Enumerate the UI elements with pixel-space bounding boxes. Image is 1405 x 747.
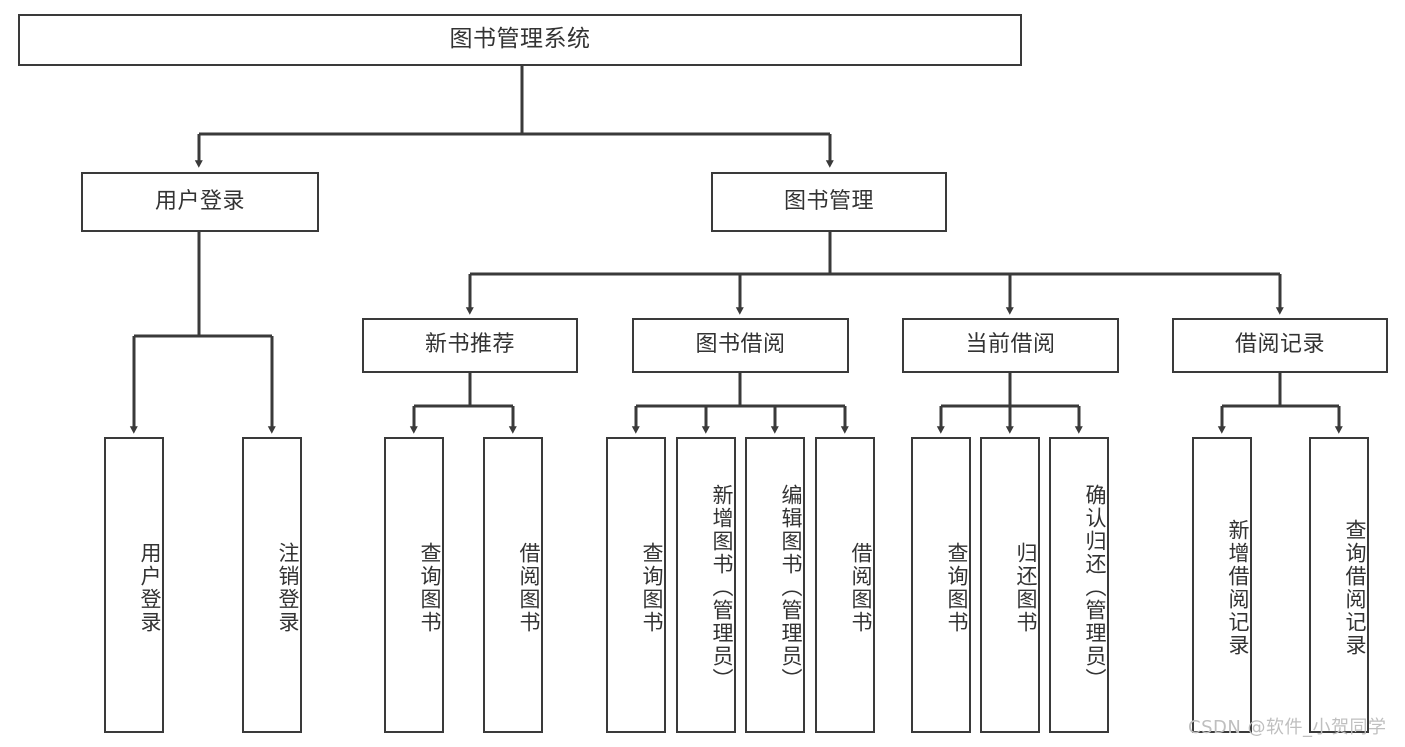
node-label: 查询借阅记录: [1343, 519, 1367, 657]
leaf-query-book-current[interactable]: 查询图书: [911, 437, 971, 733]
leaf-confirm-return-admin[interactable]: 确认归还（管理员）: [1049, 437, 1109, 733]
node-label: 借阅图书: [849, 542, 873, 634]
node-label: 借阅图书: [517, 542, 541, 634]
node-label: 注销登录: [276, 542, 300, 634]
node-label: 新书推荐: [424, 332, 515, 358]
node-label: 查询图书: [640, 542, 664, 634]
node-label: 编辑图书（管理员）: [779, 483, 803, 691]
node-label: 确认归还（管理员）: [1083, 483, 1107, 691]
node-label: 查询图书: [418, 542, 442, 634]
leaf-query-borrow-record[interactable]: 查询借阅记录: [1309, 437, 1369, 733]
leaf-query-book-borrow[interactable]: 查询图书: [606, 437, 666, 733]
leaf-return-book[interactable]: 归还图书: [980, 437, 1040, 733]
leaf-edit-book-admin[interactable]: 编辑图书（管理员）: [745, 437, 805, 733]
node-label: 图书管理系统: [449, 26, 591, 53]
leaf-borrow-book-recommend[interactable]: 借阅图书: [483, 437, 543, 733]
node-label: 新增借阅记录: [1226, 519, 1250, 657]
node-book-borrow[interactable]: 图书借阅: [632, 318, 849, 373]
node-label: 当前借阅: [965, 332, 1056, 358]
node-label: 用户登录: [154, 188, 245, 214]
node-book-management[interactable]: 图书管理: [711, 172, 947, 232]
node-label: 用户登录: [138, 542, 162, 634]
leaf-user-login[interactable]: 用户登录: [104, 437, 164, 733]
node-new-book-recommend[interactable]: 新书推荐: [362, 318, 578, 373]
node-label: 查询图书: [945, 542, 969, 634]
leaf-borrow-book[interactable]: 借阅图书: [815, 437, 875, 733]
node-current-borrow[interactable]: 当前借阅: [902, 318, 1119, 373]
node-user-login[interactable]: 用户登录: [81, 172, 319, 232]
leaf-query-book-recommend[interactable]: 查询图书: [384, 437, 444, 733]
node-label: 新增图书（管理员）: [710, 483, 734, 691]
node-label: 图书管理: [783, 188, 874, 214]
leaf-logout-login[interactable]: 注销登录: [242, 437, 302, 733]
node-label: 图书借阅: [695, 332, 786, 358]
node-label: 归还图书: [1014, 542, 1038, 634]
csdn-watermark: CSDN @软件_小贺同学: [1188, 717, 1387, 738]
node-borrow-record[interactable]: 借阅记录: [1172, 318, 1388, 373]
leaf-add-book-admin[interactable]: 新增图书（管理员）: [676, 437, 736, 733]
node-book-management-system[interactable]: 图书管理系统: [18, 14, 1022, 66]
node-label: 借阅记录: [1234, 332, 1325, 358]
leaf-add-borrow-record[interactable]: 新增借阅记录: [1192, 437, 1252, 733]
